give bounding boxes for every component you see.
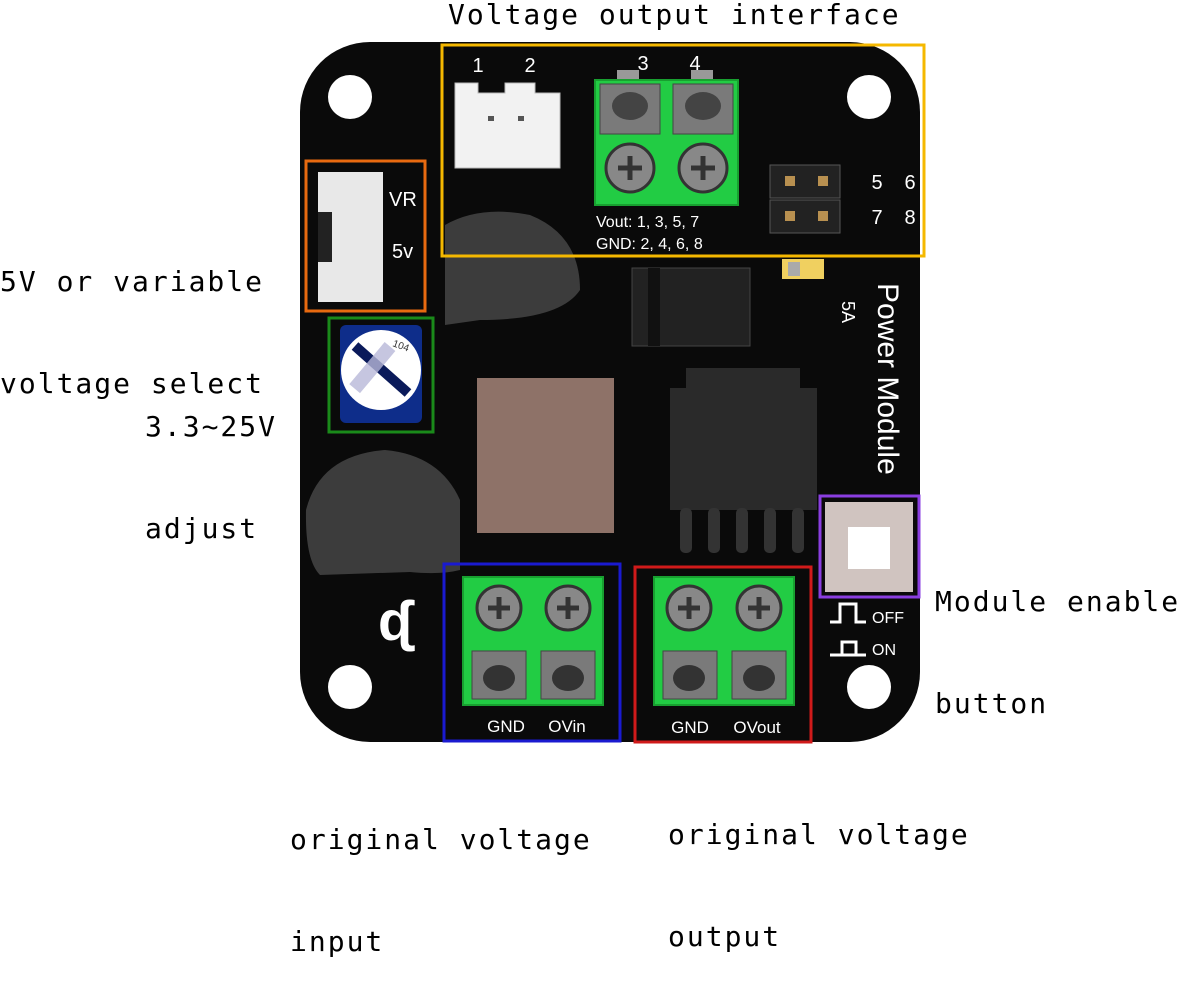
button-on-icon — [830, 640, 866, 657]
enable-button[interactable] — [825, 502, 913, 592]
pin-8-label: 8 — [904, 207, 915, 229]
original-input-callout-line2: input — [290, 925, 385, 958]
voltage-select-callout-line1: 5V or variable — [0, 265, 265, 298]
regulator-ic — [670, 368, 817, 553]
enable-button-box — [818, 494, 921, 599]
pin-4-label: 4 — [689, 53, 700, 75]
original-input-callout: original voltage input — [290, 755, 592, 993]
voltage-select-callout-line2: voltage select — [0, 367, 265, 400]
mounting-hole-top-right — [847, 75, 891, 119]
gnd-pins-label: GND: 2, 4, 6, 8 — [596, 236, 703, 253]
pin-2-label: 2 — [524, 55, 535, 77]
fuse-label: 5A — [838, 301, 858, 323]
input-gnd-label: GND — [487, 717, 525, 736]
pin-6-label: 6 — [904, 172, 915, 194]
original-input-callout-line1: original voltage — [290, 823, 592, 856]
original-output-box — [633, 565, 813, 744]
voltage-select-callout: 5V or variable voltage select — [0, 197, 264, 435]
capacitor-bottom — [305, 450, 460, 575]
original-output-callout: original voltage output — [668, 750, 970, 988]
pin-header — [769, 164, 841, 234]
output-terminal-block — [594, 70, 739, 206]
jst-connector — [454, 82, 561, 169]
button-off-icon — [830, 602, 866, 624]
pin-5-label: 5 — [871, 172, 882, 194]
output-ovout-label: OVout — [733, 718, 781, 737]
mounting-hole-bottom-right — [847, 665, 891, 709]
pin-1-label: 1 — [472, 55, 483, 77]
capacitor-top — [445, 211, 580, 325]
pin-3-label: 3 — [637, 53, 648, 75]
pin-7-label: 7 — [871, 207, 882, 229]
output-gnd-label: GND — [671, 718, 709, 737]
input-ovin-label: OVin — [548, 717, 586, 736]
vout-pins-label: Vout: 1, 3, 5, 7 — [596, 214, 699, 231]
inductor — [477, 378, 614, 533]
original-output-callout-line1: original voltage — [668, 818, 970, 851]
voltage-adjust-callout-line1: 3.3~25V — [145, 410, 278, 443]
enable-button-callout-line2: button — [935, 687, 1049, 720]
fuse-cap — [788, 262, 800, 276]
enable-button-callout-line1: Module enable — [935, 585, 1181, 618]
original-output-callout-line2: output — [668, 920, 782, 953]
diode-band — [648, 268, 660, 346]
potentiometer — [340, 325, 422, 423]
input-terminal-block — [462, 576, 604, 706]
voltage-select-switch — [318, 172, 383, 302]
voltage-select-box — [304, 159, 427, 313]
voltage-adjust-callout-line2: adjust — [145, 512, 259, 545]
voltage-output-interface-box — [440, 43, 926, 258]
mounting-hole-top-left — [328, 75, 372, 119]
switch-5v-label: 5v — [392, 241, 413, 263]
switch-vr-label: VR — [389, 189, 417, 211]
voltage-adjust-callout: 3.3~25V adjust — [145, 342, 277, 580]
button-off-label: OFF — [872, 610, 904, 627]
board-title: Power Module — [871, 283, 904, 475]
mounting-hole-bottom-left — [328, 665, 372, 709]
orig-output-terminal-block — [653, 576, 795, 706]
brand-logo-icon: ᶑ — [378, 589, 415, 652]
enable-button-callout: Module enable button — [935, 517, 1180, 755]
original-input-box — [442, 562, 622, 743]
voltage-adjust-box — [327, 316, 435, 434]
voltage-output-interface-callout: Voltage output interface — [448, 0, 901, 31]
power-module-diagram: 1 2 3 4 Vout: 1, 3, 5, 7 GND: 2, 4, 6, 8… — [300, 42, 926, 744]
button-on-label: ON — [872, 642, 896, 659]
